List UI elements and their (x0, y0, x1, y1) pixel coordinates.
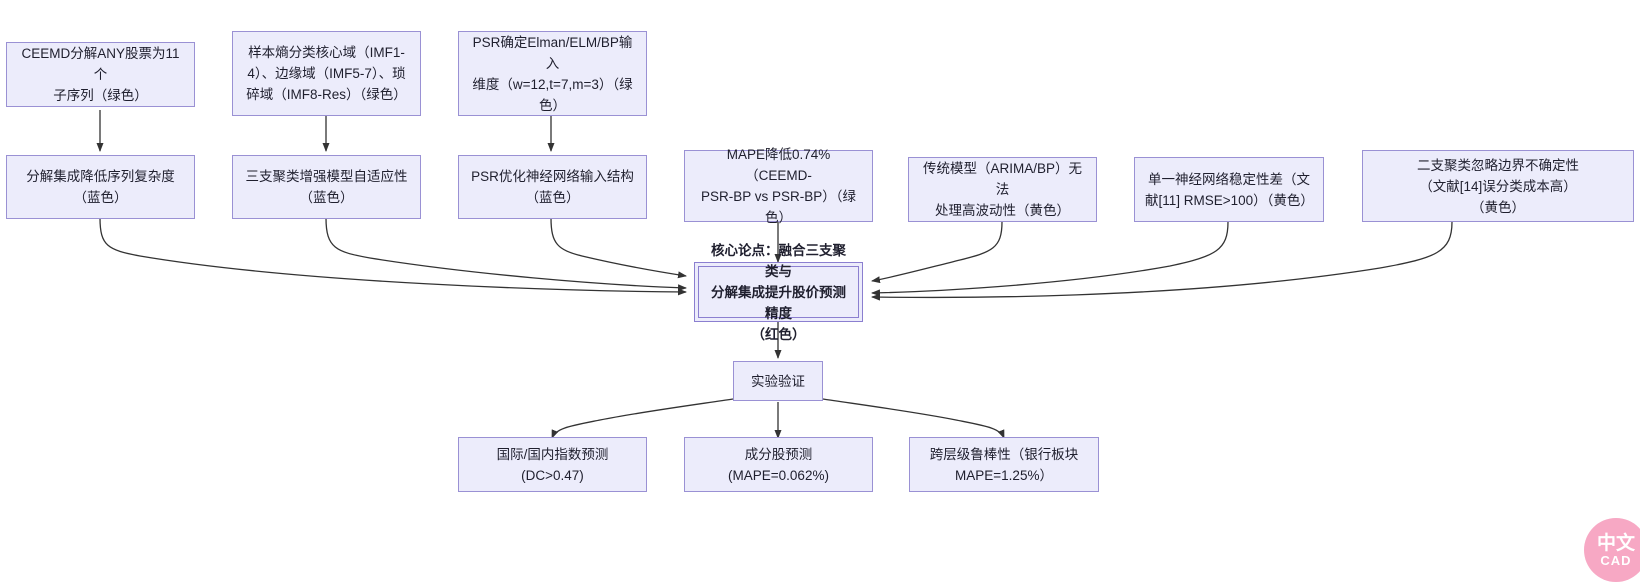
node-traditional-model-limit[interactable]: 传统模型（ARIMA/BP）无法 处理高波动性（黄色） (908, 157, 1097, 222)
node-psr-input-structure[interactable]: PSR优化神经网络输入结构 （蓝色） (458, 155, 647, 219)
node-constituent-forecast[interactable]: 成分股预测 (MAPE=0.062%) (684, 437, 873, 492)
edge-traditional-to-core (871, 221, 1003, 284)
node-experiment-validation[interactable]: 实验验证 (733, 361, 823, 401)
edge-validation-to-index (551, 398, 734, 439)
edge-threeway-to-core (325, 217, 687, 292)
node-psr-dimension-label: PSR确定Elman/ELM/BP输入 维度（w=12,t=7,m=3）（绿 色… (472, 34, 633, 113)
node-constituent-forecast-label: 成分股预测 (MAPE=0.062%) (728, 446, 829, 483)
node-single-nn-limit-label: 单一神经网络稳定性差（文 献[11] RMSE>100）（黄色） (1145, 171, 1314, 208)
node-experiment-validation-label: 实验验证 (751, 373, 805, 389)
node-decomposition-complexity-label: 分解集成降低序列复杂度 （蓝色） (26, 169, 175, 205)
node-three-way-adaptivity-label: 三支聚类增强模型自适应性 （蓝色） (245, 169, 408, 205)
edge-twoway-to-core (871, 221, 1453, 301)
node-psr-dimension[interactable]: PSR确定Elman/ELM/BP输入 维度（w=12,t=7,m=3）（绿 色… (458, 31, 647, 116)
node-core-thesis-label: 核心论点：融合三支聚类与 分解集成提升股价预测精度 （红色） (711, 242, 846, 342)
node-sample-entropy[interactable]: 样本熵分类核心域（IMF1- 4）、边缘域（IMF5-7）、琐 碎域（IMF8-… (232, 31, 421, 116)
node-cross-level-robustness[interactable]: 跨层级鲁棒性（银行板块 MAPE=1.25%） (909, 437, 1099, 492)
edge-decomp-to-core (99, 217, 687, 296)
node-mape-improvement-label: MAPE降低0.74%（CEEMD- PSR-BP vs PSR-BP）（绿 色… (700, 147, 857, 225)
node-psr-input-structure-label: PSR优化神经网络输入结构 （蓝色） (471, 169, 634, 205)
node-index-forecast-label: 国际/国内指数预测 (DC>0.47) (496, 446, 609, 483)
node-three-way-adaptivity[interactable]: 三支聚类增强模型自适应性 （蓝色） (232, 155, 421, 219)
node-decomposition-complexity[interactable]: 分解集成降低序列复杂度 （蓝色） (6, 155, 195, 219)
node-cross-level-robustness-label: 跨层级鲁棒性（银行板块 MAPE=1.25%） (929, 446, 1079, 483)
edge-psrstruct-to-core (550, 217, 687, 279)
edge-singlenn-to-core (871, 221, 1229, 297)
node-two-way-cluster-limit[interactable]: 二支聚类忽略边界不确定性 （文献[14]误分类成本高） （黄色） (1362, 150, 1634, 222)
node-index-forecast[interactable]: 国际/国内指数预测 (DC>0.47) (458, 437, 647, 492)
watermark-badge: 中文 CAD (1584, 518, 1640, 582)
edge-validation-to-robust (822, 398, 1005, 439)
node-sample-entropy-label: 样本熵分类核心域（IMF1- 4）、边缘域（IMF5-7）、琐 碎域（IMF8-… (246, 45, 407, 102)
node-single-nn-limit[interactable]: 单一神经网络稳定性差（文 献[11] RMSE>100）（黄色） (1134, 157, 1324, 222)
node-mape-improvement[interactable]: MAPE降低0.74%（CEEMD- PSR-BP vs PSR-BP）（绿 色… (684, 147, 873, 225)
node-two-way-cluster-limit-label: 二支聚类忽略边界不确定性 （文献[14]误分类成本高） （黄色） (1417, 157, 1579, 215)
node-core-thesis[interactable]: 核心论点：融合三支聚类与 分解集成提升股价预测精度 （红色） (694, 243, 863, 342)
node-traditional-model-limit-label: 传统模型（ARIMA/BP）无法 处理高波动性（黄色） (922, 161, 1082, 218)
node-ceemd-label: CEEMD分解ANY股票为11个 子序列（绿色） (21, 46, 180, 103)
watermark-line2: CAD (1600, 553, 1632, 568)
watermark-line1: 中文 (1596, 533, 1635, 554)
node-ceemd[interactable]: CEEMD分解ANY股票为11个 子序列（绿色） (6, 42, 195, 107)
watermark-text: 中文 CAD (1596, 533, 1635, 569)
